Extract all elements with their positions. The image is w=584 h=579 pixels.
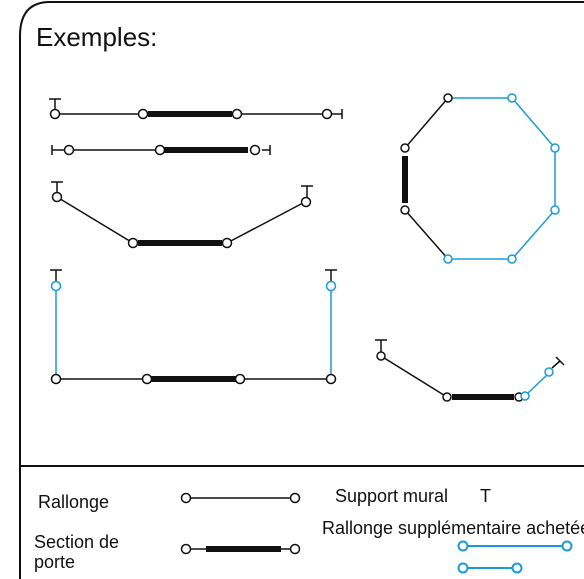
legend-label-door-section: Section de porte — [34, 532, 120, 572]
page-title: Exemples: — [36, 22, 158, 52]
wall-support-icon: T — [480, 486, 491, 506]
legend-label-extension: Rallonge — [38, 492, 110, 512]
frame-border — [19, 0, 584, 579]
example-octagon — [400, 93, 560, 264]
legend-label-purchased-extension: Rallonge supplémentaire achetée — [322, 518, 584, 538]
legend-extension-symbol — [180, 492, 301, 504]
example-u-shape — [50, 269, 337, 385]
example-angled-purchased — [375, 339, 565, 402]
example-straight-long — [49, 98, 343, 120]
legend-door-section-symbol — [180, 543, 301, 555]
legend-label-wall-support: Support mural — [335, 486, 449, 506]
example-straight-short — [51, 144, 271, 156]
legend-purchased-extension-symbol — [457, 540, 573, 574]
example-angled — [51, 181, 313, 249]
